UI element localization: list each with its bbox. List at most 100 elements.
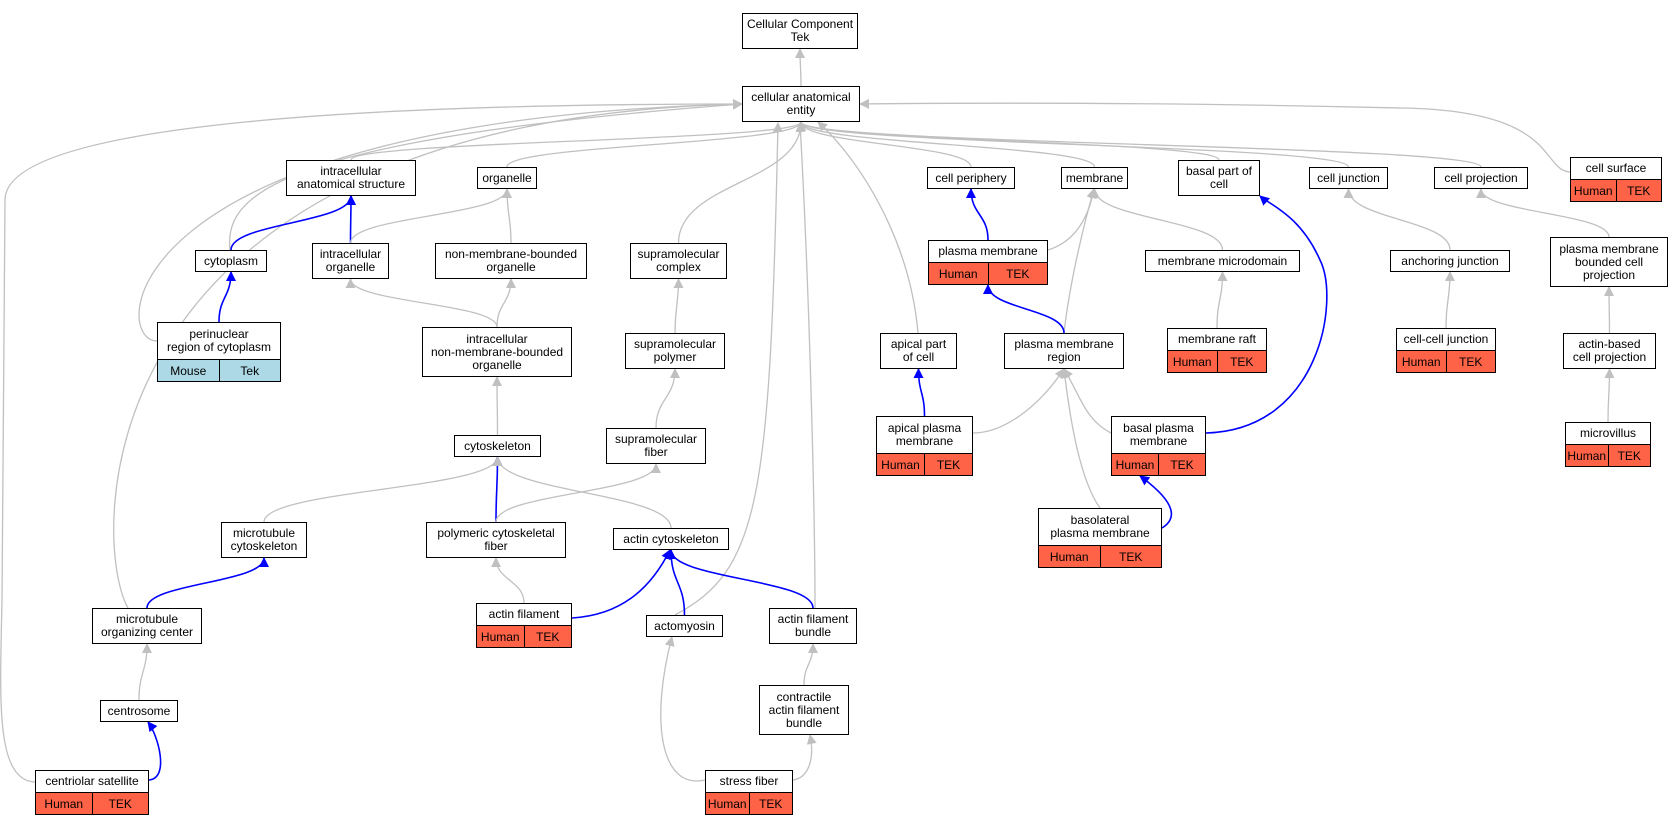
edge-basalpm-to-basalpart — [1205, 195, 1328, 434]
node-label: contractile actin filament bundle — [768, 689, 840, 730]
node-celljunc[interactable]: cell junction — [1309, 167, 1388, 189]
node-label: apical plasma membrane — [887, 421, 962, 448]
node-label: apical part of cell — [890, 337, 947, 364]
node-anchjunc[interactable]: anchoring junction — [1390, 250, 1510, 272]
node-cae[interactable]: cellular anatomical entity — [742, 86, 860, 122]
edge-cellsurf-to-cae — [859, 98, 1571, 173]
annotation-species: Human — [881, 457, 920, 472]
node-label: basal plasma membrane — [1123, 421, 1194, 448]
annotation-species: Human — [1049, 549, 1089, 564]
node-label: actin filament bundle — [777, 612, 849, 639]
node-label: plasma membrane — [938, 244, 1038, 258]
edge-plasmamem-to-cellperiph — [966, 188, 989, 241]
node-intraorg[interactable]: intracellular organelle — [312, 243, 389, 279]
edge-cafb-to-afb — [803, 643, 818, 686]
node-label: centriolar satellite — [45, 774, 139, 788]
node-label: microtubule organizing center — [100, 612, 194, 639]
node-cellproj[interactable]: cell projection — [1434, 167, 1528, 189]
node-afb[interactable]: actin filament bundle — [769, 608, 857, 644]
node-mtoc[interactable]: microtubule organizing center — [92, 608, 202, 644]
node-actincyto[interactable]: actin cytoskeleton — [613, 528, 729, 550]
node-label: microtubule cytoskeleton — [230, 526, 298, 553]
node-pmregion[interactable]: plasma membrane region — [1004, 333, 1124, 369]
node-cytoplasm[interactable]: cytoplasm — [195, 250, 267, 272]
node-actomyosin[interactable]: actomyosin — [646, 615, 723, 637]
node-organelle[interactable]: organelle — [477, 167, 537, 189]
edge-actomyosin-to-cae — [674, 122, 783, 616]
node-label: basal part of cell — [1185, 164, 1253, 191]
node-suprapoly[interactable]: supramolecular polymer — [625, 333, 725, 369]
node-ias[interactable]: intracellular anatomical structure — [286, 160, 416, 196]
node-label: membrane microdomain — [1157, 253, 1288, 268]
node-actinbased[interactable]: actin-based cell projection — [1563, 333, 1656, 369]
node-basalpart[interactable]: basal part of cell — [1178, 160, 1260, 196]
node-suprafiber[interactable]: supramolecular fiber — [606, 428, 706, 464]
node-label: cytoplasm — [203, 253, 259, 268]
node-membrane[interactable]: membrane — [1061, 167, 1128, 189]
node-cytoskeleton[interactable]: cytoskeleton — [454, 435, 541, 457]
edge-inmbo-to-intraorg — [345, 278, 498, 328]
edge-pmregion-to-membrane — [1063, 188, 1097, 334]
node-memmicro[interactable]: membrane microdomain — [1145, 250, 1300, 272]
annotation-species: Mouse — [170, 363, 207, 378]
edge-supracomplex-to-cae — [677, 121, 806, 244]
edge-plasmamem-to-membrane — [1047, 188, 1098, 251]
annotation-species: Human — [44, 796, 84, 811]
edge-afb-to-actincyto — [666, 549, 814, 609]
node-label: cell projection — [1444, 170, 1518, 185]
node-apicalpart[interactable]: apical part of cell — [880, 333, 957, 369]
node-label: supramolecular complex — [637, 247, 720, 274]
edge-mtcyto-to-cytoskeleton — [263, 456, 503, 523]
node-pmbcp[interactable]: plasma membrane bounded cell projection — [1550, 237, 1668, 287]
node-inmbo[interactable]: intracellular non-membrane-bounded organ… — [422, 327, 572, 377]
edge-afb-to-cae — [795, 122, 816, 609]
node-label: cytoskeleton — [464, 438, 531, 453]
node-label: polymeric cytoskeletal fiber — [437, 526, 555, 553]
annotation-gene: TEK — [1099, 546, 1162, 567]
annotation-species: Human — [707, 796, 747, 811]
node-pcf[interactable]: polymeric cytoskeletal fiber — [426, 522, 566, 558]
node-centrosome[interactable]: centrosome — [100, 700, 178, 722]
edge-apicalpart-to-cae — [817, 121, 919, 334]
node-mtcyto[interactable]: microtubule cytoskeleton — [221, 522, 307, 558]
node-label: basolateral plasma membrane — [1050, 513, 1150, 540]
node-nmbo[interactable]: non-membrane-bounded organelle — [435, 243, 587, 279]
node-supracomplex[interactable]: supramolecular complex — [630, 243, 727, 279]
edge-inmbo-to-nmbo — [496, 278, 516, 328]
edge-perinuc-to-cae — [138, 99, 743, 342]
annotation-gene: TEK — [523, 626, 572, 647]
node-cafb[interactable]: contractile actin filament bundle — [759, 685, 849, 735]
annotation-species: Human — [938, 266, 978, 281]
edge-cellproj-to-cae — [796, 121, 1482, 168]
edge-pmregion-to-plasmamem — [983, 284, 1065, 334]
annotation-row: Human TEK — [1039, 545, 1161, 567]
node-label: intracellular organelle — [319, 247, 382, 274]
node-root[interactable]: Cellular Component Tek — [742, 13, 858, 49]
node-cellperiph[interactable]: cell periphery — [927, 167, 1015, 189]
annotation-gene: TEK — [1216, 351, 1267, 372]
node-label: membrane — [1065, 170, 1124, 185]
edge-actinfil-to-pcf — [491, 557, 525, 604]
edge-intraorg-to-ias — [345, 195, 356, 244]
node-label: stress fiber — [719, 774, 779, 788]
annotation-species: Human — [1115, 457, 1155, 472]
